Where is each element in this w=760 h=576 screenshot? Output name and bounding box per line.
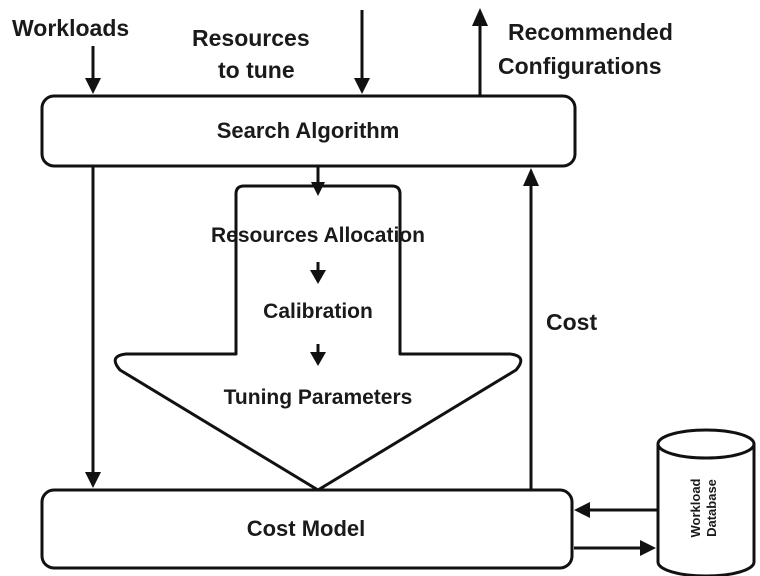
search-algorithm-box (40, 94, 577, 168)
cost-model-label: Cost Model (247, 516, 366, 541)
cost-arrow-head (523, 168, 539, 186)
database-top (656, 428, 756, 460)
cost-label: Cost (546, 309, 597, 335)
recommended-configurations-label-line2: Configurations (498, 53, 662, 79)
process-flow-big-arrow (113, 184, 523, 492)
recommended-arrow-head (472, 8, 488, 26)
tuning-parameters-label: Tuning Parameters (224, 386, 413, 409)
search-algorithm-label: Search Algorithm (217, 118, 400, 143)
workload-database-label-line2: Database (704, 479, 719, 537)
workloads-arrow-head (85, 78, 101, 94)
resources-allocation-label: Resources Allocation (211, 224, 425, 247)
search-to-allocation-head (311, 182, 325, 196)
calibration-to-tuning-head (310, 352, 326, 366)
cost-model-box (40, 488, 574, 570)
database-to-costmodel-head (574, 502, 590, 518)
resources-to-tune-label-line2: to tune (218, 57, 295, 83)
resources-arrow-head (354, 78, 370, 94)
allocation-to-calibration-head (310, 270, 326, 284)
calibration-label: Calibration (263, 300, 373, 323)
workload-database-label-line1: Workload (688, 478, 703, 537)
workloads-label: Workloads (12, 15, 129, 41)
resources-to-tune-label-line1: Resources (192, 25, 310, 51)
recommended-configurations-label-line1: Recommended (508, 19, 673, 45)
costmodel-to-database-head (640, 540, 656, 556)
search-to-costmodel-head (85, 472, 101, 488)
